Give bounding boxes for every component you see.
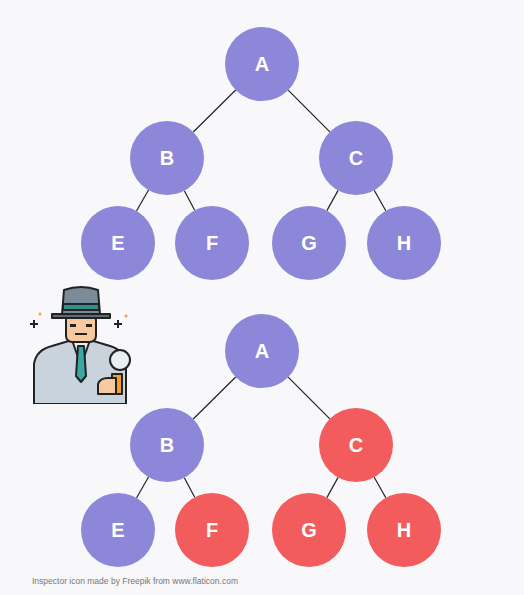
tree-node-circle: F xyxy=(175,493,249,567)
inspector-icon xyxy=(28,284,134,404)
tree-node-circle: C xyxy=(319,408,393,482)
node-label: F xyxy=(206,233,218,253)
node-label: B xyxy=(160,148,174,168)
node-label: C xyxy=(349,435,363,455)
attribution-note: Inspector icon made by Freepik from www.… xyxy=(32,576,238,586)
tree-edge xyxy=(374,477,386,498)
tree-node-circle: H xyxy=(367,493,441,567)
tree-node-circle: G xyxy=(272,493,346,567)
node-label: H xyxy=(397,520,411,540)
node-label: A xyxy=(255,341,269,361)
node-label: E xyxy=(111,233,124,253)
tree-node-circle: C xyxy=(319,121,393,195)
tree-node-circle: F xyxy=(175,206,249,280)
tree-edge xyxy=(288,90,330,132)
tree-edge xyxy=(288,377,330,419)
tree-edge xyxy=(327,190,338,210)
node-label: G xyxy=(301,520,317,540)
tree-edge xyxy=(184,191,194,211)
tree-node-circle: H xyxy=(367,206,441,280)
tree-edge xyxy=(327,477,338,497)
tree-node-circle: B xyxy=(130,121,204,195)
node-label: H xyxy=(397,233,411,253)
node-label: G xyxy=(301,233,317,253)
tree-edge xyxy=(193,90,235,132)
tree-edge xyxy=(193,377,235,419)
tree-node-circle: G xyxy=(272,206,346,280)
tree-edge xyxy=(136,190,148,211)
node-label: F xyxy=(206,520,218,540)
node-label: A xyxy=(255,54,269,74)
node-label: C xyxy=(349,148,363,168)
tree-node-circle: B xyxy=(130,408,204,482)
node-label: B xyxy=(160,435,174,455)
tree-node-circle: E xyxy=(81,206,155,280)
node-label: E xyxy=(111,520,124,540)
tree-edge xyxy=(136,477,148,498)
tree-node-circle: A xyxy=(225,314,299,388)
tree-node-circle: A xyxy=(225,27,299,101)
tree-edge xyxy=(374,190,386,211)
tree-node-circle: E xyxy=(81,493,155,567)
tree-edge xyxy=(184,478,194,498)
